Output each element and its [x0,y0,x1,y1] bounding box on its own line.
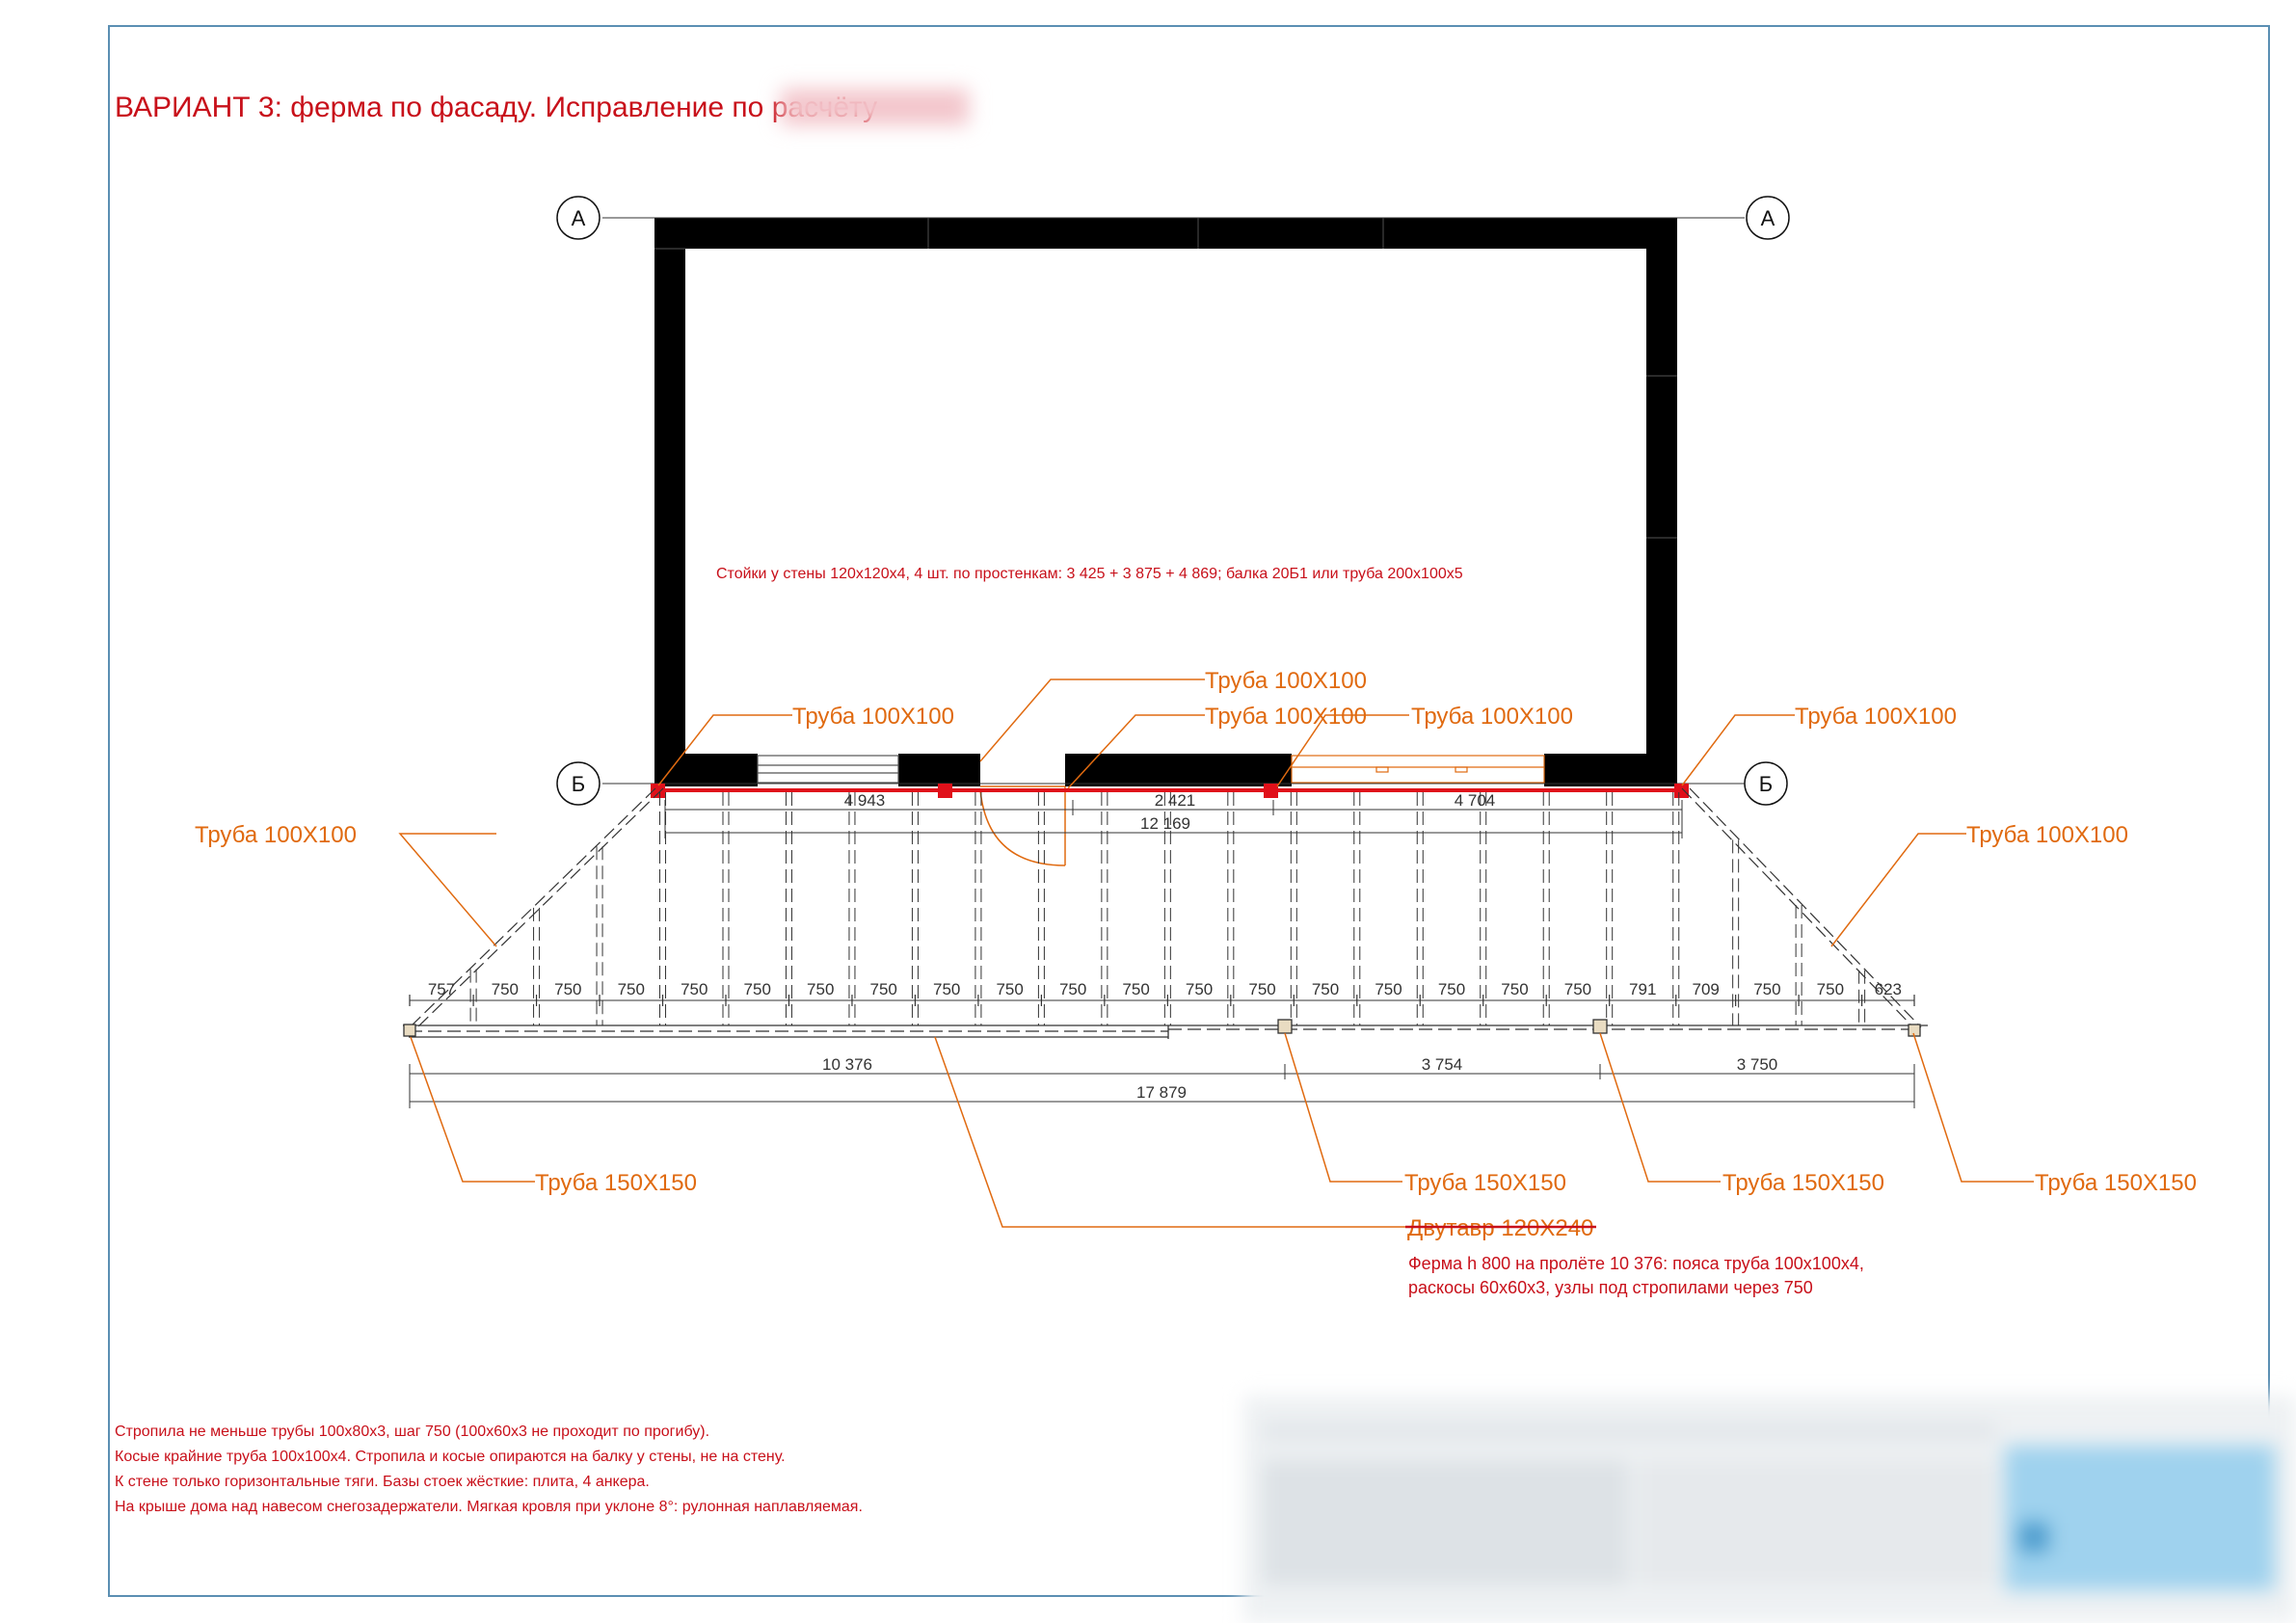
truss-note-line2: раскосы 60х60х3, узлы под стропилами чер… [1408,1278,1813,1297]
label-pipe150-3: Труба 150X150 [1722,1170,1884,1196]
rafter-spacing-label: 750 [1248,980,1275,998]
rafter-spacing-label: 750 [681,980,707,998]
rafter-spacing-label: 750 [996,980,1023,998]
leaders [398,678,2034,1228]
title-block-blurred [1243,1396,2296,1623]
sheet-title: ВАРИАНТ 3: ферма по фасаду. Исправление … [115,92,877,123]
front-beam [403,1024,1928,1039]
wall-bottom-seg1 [654,754,758,786]
axis-b-right-label: Б [1759,772,1773,796]
rafter-spacing-label: 750 [744,980,771,998]
rafter-spacing-label: 750 [807,980,834,998]
rafter-spacing-label: 623 [1875,980,1902,998]
rafter-spacing-label: 750 [1122,980,1149,998]
axis-a-right-label: А [1761,206,1775,230]
hip-rafters [409,787,1922,1028]
wall-dim-3: 4 704 [1455,791,1496,810]
rafter-spacing-label: 750 [870,980,897,998]
label-pipe100-right: Труба 100X100 [1966,822,2128,848]
wall-bottom-seg3 [1065,754,1292,786]
rafters [469,792,1866,1025]
label-pipe100-c: Труба 100X100 [1205,704,1367,730]
axis-a: А А [556,196,1790,240]
rafter-spacing-label: 750 [1438,980,1465,998]
rafter-spacing-label: 750 [1059,980,1086,998]
beam-dim-total: 17 879 [1136,1083,1187,1102]
rafter-spacing-label: 750 [1312,980,1339,998]
wall-bottom-seg2 [898,754,980,786]
wall-right [1646,218,1677,786]
window-right [1291,755,1545,784]
wall-dim-2: 2 421 [1155,791,1196,810]
bottom-note-1: Стропила не меньше трубы 100х80х3, шаг 7… [115,1423,709,1440]
rafter-spacing-label: 750 [1564,980,1591,998]
wall-dimensions [664,800,1683,838]
rafter-spacing-label: 750 [1501,980,1528,998]
rafter-spacing-label: 757 [428,980,455,998]
wall-posts [651,784,1689,798]
rafter-spacing-label: 750 [492,980,519,998]
rafter-spacing-label: 750 [1817,980,1844,998]
wall-bottom-seg4 [1544,754,1677,786]
label-pipe100-b: Труба 100X100 [1205,668,1367,694]
label-pipe100-d: Труба 100X100 [1411,704,1573,730]
truss-note-line1: Ферма h 800 на пролёте 10 376: пояса тру… [1408,1254,1864,1273]
rafter-spacing-label: 709 [1693,980,1720,998]
wall-dim-total: 12 169 [1140,814,1190,833]
bottom-note-4: На крыше дома над навесом снегозадержате… [115,1499,863,1515]
label-pipe150-4: Труба 150X150 [2035,1170,2197,1196]
axis-a-left-label: А [572,206,586,230]
wall-left [654,218,685,786]
label-pipe100-left: Труба 100X100 [195,822,357,848]
beam-dim-1: 10 376 [822,1055,872,1074]
redacted-name [781,89,969,125]
bottom-note-3: К стене только горизонтальные тяги. Базы… [115,1474,650,1490]
door-swing [979,785,1066,866]
rafter-spacing-label: 750 [933,980,960,998]
axis-b-left-label: Б [572,772,585,796]
bottom-note-2: Косые крайние труба 100х100х4. Стропила … [115,1449,786,1465]
sheet-frame [108,25,2270,1597]
rafter-spacing-label: 750 [1186,980,1213,998]
house-walls [654,218,1677,786]
front-columns [403,1019,1921,1037]
axis-b: Б Б [556,761,1788,806]
label-ibeam-struck: Двутавр 120X240 [1407,1215,1593,1241]
rafter-spacing-label: 791 [1629,980,1656,998]
beam-dimensions [409,1064,1915,1108]
rafter-spacing-label: 750 [1753,980,1780,998]
beam-dim-3: 3 750 [1737,1055,1778,1074]
label-pipe100-e: Труба 100X100 [1795,704,1957,730]
wall-dim-1: 4 943 [844,791,886,810]
label-pipe150-2: Труба 150X150 [1404,1170,1566,1196]
label-pipe100-a: Труба 100X100 [792,704,954,730]
rafter-spacing-label: 750 [1375,980,1402,998]
label-pipe150-1: Труба 150X150 [535,1170,697,1196]
window-left [757,755,899,784]
rafter-spacing-label: 750 [618,980,645,998]
rafter-spacing-label: 750 [554,980,581,998]
beam-dim-2: 3 754 [1422,1055,1463,1074]
posts-note: Стойки у стены 120х120х4, 4 шт. по прост… [716,566,1463,582]
rafter-spacing-dimensions: 757 750 750 750 750 750 750 750 750 750 750 750 750 7… [409,980,1915,1006]
wall-top [654,218,1677,249]
